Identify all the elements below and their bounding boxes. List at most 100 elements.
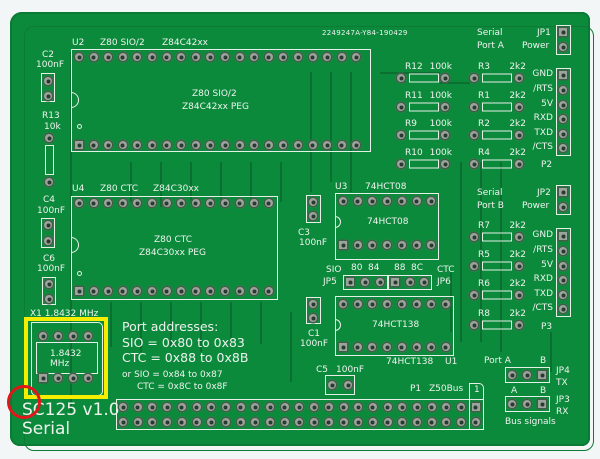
c2-value: 100nF [36, 60, 65, 70]
jp2-outline [556, 185, 571, 215]
jp2-pad [557, 186, 569, 198]
copper-trace [230, 302, 232, 347]
u4-pin [248, 197, 260, 209]
u1-pin [411, 341, 422, 353]
jp5-addr-80: 80 [351, 263, 363, 273]
u4-pin [263, 285, 275, 297]
copper-trace [460, 162, 462, 342]
p1-pin [308, 416, 320, 428]
pullup-resistor-ref: R12 [405, 62, 423, 72]
u2-pin [161, 51, 173, 63]
jp1-pad [557, 26, 569, 38]
p1-pin [338, 401, 349, 413]
crystal-pin [52, 372, 64, 384]
u4-pin [131, 285, 143, 297]
p3-outline [556, 228, 571, 317]
jp3-pad [506, 398, 518, 410]
crystal-freq: 1.8432 [50, 349, 82, 359]
jp4-pad [536, 369, 548, 381]
pullup-resistor-body [409, 130, 439, 140]
u1-part: 74HCT138 [386, 357, 434, 367]
p3-pin-label: RXD [533, 274, 553, 284]
u2-part: Z84C42xx [162, 38, 209, 48]
u2-pin [263, 139, 275, 151]
port-a-title2: Port A [477, 41, 504, 51]
jp2-ref: JP2 [537, 188, 551, 198]
u2-pin [131, 139, 143, 151]
p2-pin [557, 142, 569, 154]
copper-trace [380, 72, 440, 74]
p3-pin-label: /RTS [533, 245, 553, 255]
addresses-ctc: CTC = 0x88 to 0x8B [122, 350, 249, 365]
c1-pad [307, 312, 319, 324]
u2-pin [88, 139, 100, 151]
port-a-resistor-body [482, 130, 512, 140]
jp1-ref: JP1 [537, 28, 551, 38]
port-a-resistor-ref: R4 [478, 148, 490, 158]
u3-pin [425, 195, 437, 207]
crystal-pin [37, 372, 49, 384]
port-a-resistor-ref: R1 [478, 91, 490, 101]
c2-pad [42, 75, 54, 87]
copper-trace [330, 72, 332, 182]
port-b-resistor-pad [513, 231, 525, 243]
pullup-resistor-body [409, 73, 439, 83]
c5-outline [325, 375, 355, 395]
u1-pin [381, 341, 393, 353]
u4-pin [73, 285, 85, 297]
u2-pin [102, 139, 114, 151]
jp3-outline [505, 396, 550, 412]
p1-pin [352, 416, 364, 428]
p3-pin-label: GND [532, 230, 553, 240]
p1-pin [440, 416, 452, 428]
p1-pin [191, 416, 202, 428]
u2-pin [307, 139, 319, 151]
port-a-resistor-pad [468, 129, 480, 141]
port-b-resistor-value: 2k2 [509, 221, 526, 231]
c3-pad [307, 196, 319, 208]
pullup-resistor-ref: R11 [405, 91, 423, 101]
c5-pad [326, 379, 338, 391]
u2-pin [219, 51, 231, 63]
port-b-resistor-ref: R8 [478, 309, 490, 319]
p3-pin [557, 289, 569, 301]
c1-ref: C1 [308, 329, 321, 339]
port-b-resistor-pad [468, 289, 480, 301]
p3-pin [557, 303, 569, 315]
jp1-label: Power [522, 41, 550, 51]
port-b-resistor-pad [513, 289, 525, 301]
jp3-pad [521, 398, 533, 410]
c5-ref: C5 [316, 365, 329, 375]
jp1-outline [556, 25, 571, 55]
c4-pad [42, 219, 54, 231]
port-a-resistor-value: 2k2 [509, 62, 526, 72]
p3-pin [557, 245, 569, 257]
pullup-resistor-pad [439, 72, 451, 84]
copper-trace [350, 72, 352, 192]
u1-pin [381, 298, 393, 310]
addresses-sio: SIO = 0x80 to 0x83 [122, 335, 245, 350]
port-a-resistor-body [482, 73, 512, 83]
p3-pin [557, 274, 569, 286]
highlight-box [24, 317, 108, 399]
jp4-pad [506, 369, 518, 381]
crystal-body [36, 342, 98, 374]
p1-pin [132, 401, 144, 413]
copper-trace [190, 162, 192, 202]
jp4-outline [505, 367, 550, 383]
u3-pin [381, 239, 393, 251]
pullup-resistor-value: 100k [429, 119, 452, 129]
jp5-pad [374, 276, 386, 288]
u2-pin [161, 139, 173, 151]
c2-pad [42, 90, 54, 102]
p2-pin [557, 128, 569, 140]
p2-pin-label: /CTS [532, 142, 553, 152]
u2-body-part: Z84C42xx PEG [182, 102, 249, 112]
p1-pin [264, 401, 276, 413]
p1-pin [411, 416, 423, 428]
port-b-title2: Port B [477, 201, 504, 211]
p2-pin-label: /RTS [533, 84, 553, 94]
jp4-b-label: B [540, 356, 547, 366]
copper-trace [110, 302, 112, 347]
copper-trace [310, 72, 312, 192]
